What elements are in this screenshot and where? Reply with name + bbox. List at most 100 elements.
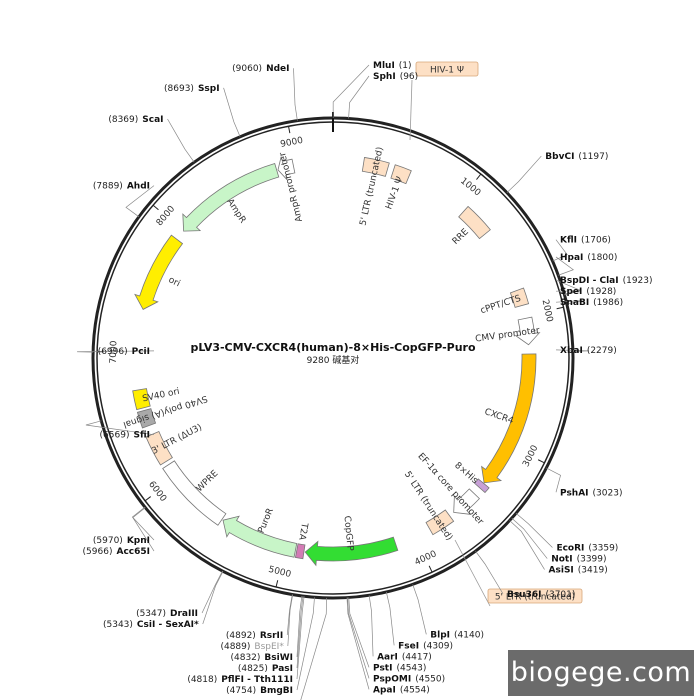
site-leader <box>385 591 395 646</box>
site-leader <box>287 594 294 647</box>
site-aari: AarI(4417) <box>377 652 432 662</box>
site-position: (4889) <box>220 642 250 652</box>
site-leader <box>412 584 427 635</box>
site-position: (3359) <box>588 544 618 554</box>
feature-rre <box>458 205 491 240</box>
site-pasi: (4825)PasI <box>238 664 293 674</box>
site-pflfi-tth111i: (4818)PflFI - Tth111I <box>187 675 293 685</box>
site-position: (5347) <box>136 609 166 619</box>
site-name: FseI <box>398 641 419 651</box>
feature-puror <box>222 515 298 558</box>
site-leader <box>506 155 542 193</box>
site-ecori: EcoRI (3359) <box>556 544 618 554</box>
site-name: Bsu36I <box>507 590 541 600</box>
site-position: (9060) <box>232 64 262 74</box>
site-name: SpeI <box>560 287 582 297</box>
site-position: (1706) <box>581 236 611 246</box>
callout-box-hiv-1 <box>415 61 479 77</box>
site-rsrii: (4892)RsrII <box>226 631 283 641</box>
site-position: (1986) <box>593 298 623 308</box>
feature-5-ltr-truncated <box>361 156 390 177</box>
feature-label-hiv-1: HIV-1 Ψ <box>384 176 405 211</box>
site-leader <box>131 506 155 541</box>
site-name: HpaI <box>560 253 583 263</box>
bp-tick-2000 <box>556 306 564 310</box>
feature-label-ampr: AmpR <box>224 197 247 225</box>
site-leader <box>293 68 298 121</box>
site-asisi: AsiSI (3419) <box>549 566 608 576</box>
site-snabi: SnaBI (1986) <box>560 298 623 308</box>
site-name: SspI <box>198 84 220 94</box>
feature-callouts: HIV-1 Ψ5' LTR (truncated) <box>409 61 583 607</box>
feature-label-8-his: 8×His <box>452 461 479 487</box>
feature-label-cxcr4: CXCR4 <box>483 407 515 426</box>
site-position: (4892) <box>226 631 256 641</box>
site-name: PciI <box>132 347 150 357</box>
site-name: SnaBI <box>560 298 589 308</box>
site-position: (4140) <box>454 630 484 640</box>
feature-label-copgfp: CopGFP <box>341 515 354 551</box>
bp-tick-5000 <box>275 580 279 588</box>
site-position: (1) <box>399 61 412 71</box>
site-leader <box>296 595 303 658</box>
site-apai: ApaI(4554) <box>373 685 430 695</box>
site-leader <box>167 118 195 163</box>
feature-cxcr4 <box>481 353 537 484</box>
site-name: BspDI - ClaI <box>560 276 619 286</box>
site-name: ScaI <box>142 115 163 125</box>
site-name: Acc65I <box>116 547 150 557</box>
site-psti: PstI(4543) <box>373 663 426 673</box>
callout-box-5-ltr-truncated <box>487 588 583 604</box>
site-position: (1923) <box>623 276 653 286</box>
site-csii-sexai: (5343) CsiI - SexAI* <box>103 620 199 630</box>
site-leader <box>555 349 589 352</box>
site-name: BspEI* <box>254 642 284 652</box>
bp-tick-4000 <box>428 565 433 573</box>
site-name: KpnI <box>127 536 150 546</box>
site-ndei: (9060)NdeI <box>232 64 289 74</box>
plasmid-name: pLV3-CMV-CXCR4(human)-8×His-CopGFP-Puro <box>190 341 476 354</box>
site-draiii: (5347)DraIII <box>136 609 198 619</box>
bp-tick-label: 8000 <box>155 204 178 228</box>
feature-8-his <box>473 478 490 494</box>
site-name: MluI <box>373 61 395 71</box>
site-name: CsiI - SexAI* <box>137 620 199 630</box>
site-bspei: (4889) BspEI* <box>220 642 284 652</box>
bp-tick-6000 <box>144 496 151 502</box>
site-name: ApaI <box>373 685 396 695</box>
feature-label-t2a: T2A <box>296 521 309 542</box>
bp-tick-label: 7000 <box>109 340 120 363</box>
site-position: (1928) <box>586 287 616 297</box>
site-name: AsiSI <box>549 566 574 576</box>
site-position: (5343) <box>103 620 133 630</box>
site-leader <box>296 596 305 680</box>
feature-ampr <box>182 163 280 232</box>
restriction-sites: MluI(1)SphI(96)BbvCI(1197)KflI(1706)HpaI… <box>77 61 653 700</box>
site-leader <box>475 550 504 594</box>
site-bsiwi: (4832)BsiWI <box>230 653 293 663</box>
site-name: BsiWI <box>264 653 293 663</box>
site-hpai: HpaI(1800) <box>560 253 617 263</box>
site-position: (3419) <box>578 566 608 576</box>
site-position: (8693) <box>164 84 194 94</box>
site-leader <box>300 597 328 700</box>
site-position: (2279) <box>587 346 617 356</box>
site-noti: NotI(3399) <box>551 555 606 565</box>
site-position: (7889) <box>93 182 123 192</box>
map-center: pLV3-CMV-CXCR4(human)-8×His-CopGFP-Puro … <box>190 341 476 366</box>
feature-t2a <box>294 543 306 560</box>
site-leader <box>77 350 155 353</box>
feature-label-wpre: WPRE <box>195 469 221 495</box>
site-leader <box>346 597 370 690</box>
site-leader <box>286 594 293 636</box>
site-leader <box>202 571 224 625</box>
bp-tick-label: 5000 <box>267 565 292 580</box>
feature-sv40-poly-a-signal <box>136 408 157 429</box>
site-name: EcoRI <box>556 544 584 554</box>
site-name: BlpI <box>430 630 450 640</box>
site-leader <box>555 279 581 295</box>
watermark-biogege: biogege.com <box>508 650 694 696</box>
site-position: (96) <box>400 72 418 82</box>
feature-hiv-1 <box>390 164 412 185</box>
